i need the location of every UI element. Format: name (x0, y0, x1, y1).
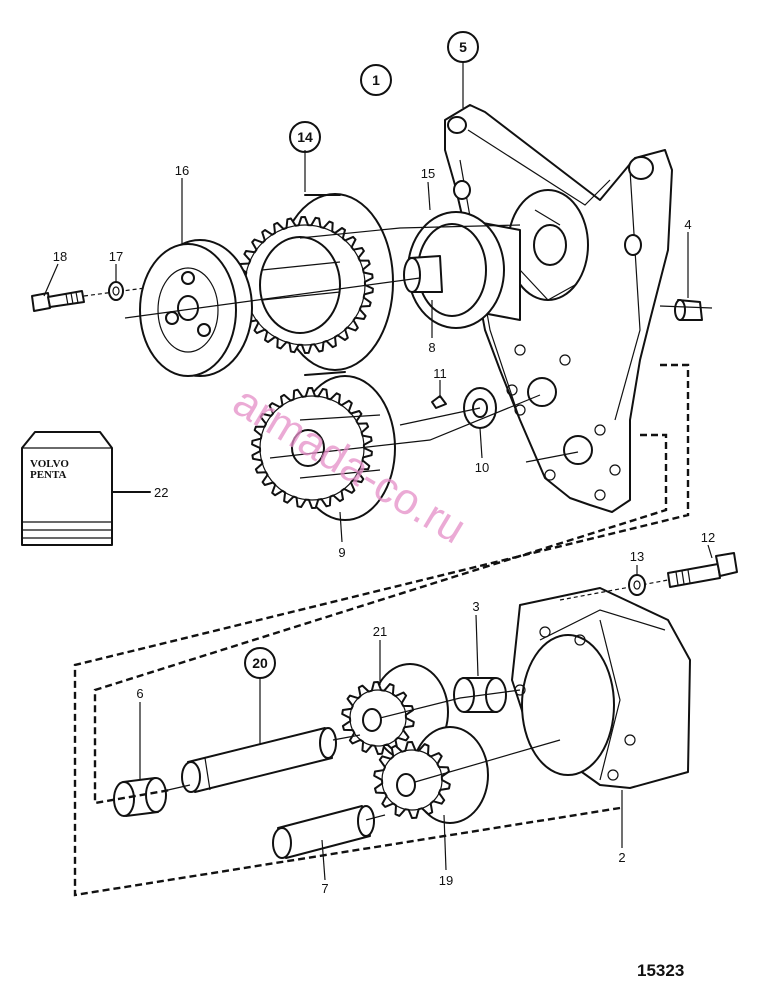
figure-number: 15323 (637, 961, 684, 980)
bolt-12 (559, 552, 738, 601)
idler-gear (251, 375, 396, 521)
label-18: 18 (53, 249, 67, 264)
gasket-kit-package: VOLVO PENTA (21, 431, 151, 546)
pump-gear-19 (373, 726, 489, 824)
bolt-18 (31, 287, 146, 312)
label-2: 2 (618, 850, 625, 865)
label-11: 11 (433, 366, 447, 381)
label-14: 14 (297, 129, 313, 145)
timing-cover (444, 104, 673, 513)
gear-hub (403, 211, 521, 329)
label-21: 21 (373, 624, 387, 639)
oil-pump-housing (511, 587, 691, 789)
label-19: 19 (439, 873, 453, 888)
idler-shaft-7 (272, 805, 375, 859)
bushing-6 (113, 777, 167, 817)
logo-line2: PENTA (30, 469, 67, 481)
label-6: 6 (136, 686, 143, 701)
label-9: 9 (338, 545, 345, 560)
dashed-assembly-outline (73, 363, 690, 897)
dowel-pin-4 (659, 299, 713, 321)
label-1: 1 (372, 72, 380, 88)
label-12: 12 (701, 530, 715, 545)
label-5: 5 (459, 39, 467, 55)
label-15: 15 (421, 166, 435, 181)
label-3: 3 (472, 599, 479, 614)
label-20: 20 (252, 655, 268, 671)
part-labels: 1 5 14 20 16 15 18 17 4 8 11 10 9 22 12 … (53, 31, 715, 896)
label-16: 16 (175, 163, 189, 178)
label-13: 13 (630, 549, 644, 564)
assembly-lines (124, 224, 579, 821)
washer-13 (628, 574, 646, 596)
logo-line1: VOLVO (30, 458, 69, 470)
label-4: 4 (684, 217, 691, 232)
drive-shaft-20 (181, 727, 337, 793)
leader-lines (43, 62, 713, 881)
label-7: 7 (321, 881, 328, 896)
label-22: 22 (154, 485, 168, 500)
label-17: 17 (109, 249, 123, 264)
key-11 (431, 395, 447, 409)
washer-17 (108, 281, 124, 301)
label-10: 10 (475, 460, 489, 475)
label-8: 8 (428, 340, 435, 355)
camshaft-gear (236, 193, 394, 376)
